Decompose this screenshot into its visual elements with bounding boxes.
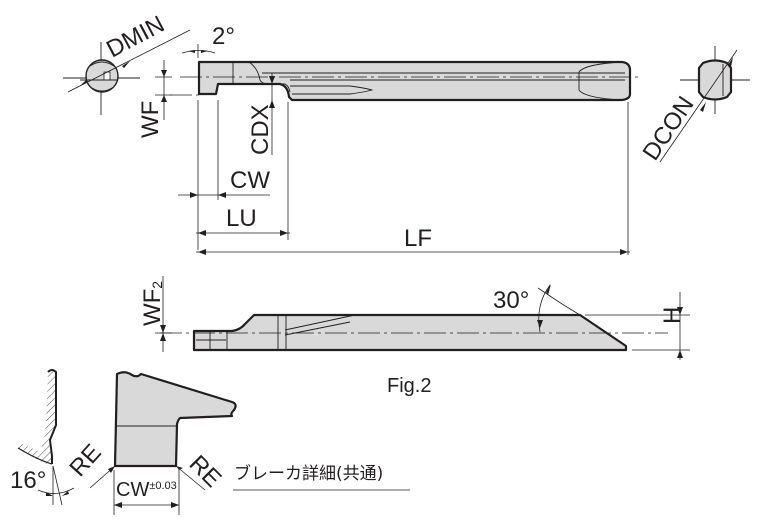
re-right-label: RE xyxy=(184,450,227,493)
cdx-label: CDX xyxy=(247,104,274,155)
angle-top-label: 2° xyxy=(212,23,235,50)
tool-body-top xyxy=(197,60,632,102)
tool-body-side xyxy=(192,313,628,352)
lu-dimension xyxy=(196,230,290,236)
angle-2deg-dim xyxy=(181,44,216,58)
lf-dimension xyxy=(196,249,630,255)
wf-dimension xyxy=(155,60,172,120)
wf2-label: WF2 xyxy=(139,281,166,326)
lf-label: LF xyxy=(404,225,432,252)
re-left-arrow xyxy=(108,466,115,473)
cw-label: CW xyxy=(230,167,270,194)
cw-detail-label: CW±0.03 xyxy=(116,479,177,501)
figure-caption: Fig.2 xyxy=(387,375,431,397)
end-view-dmin xyxy=(63,29,191,115)
dmin-label: DMIN xyxy=(102,11,169,64)
h-dimension xyxy=(585,292,690,360)
angle-detail-label: 16° xyxy=(10,467,46,494)
cw-detail-dimension xyxy=(113,470,180,515)
breaker-profile-right xyxy=(113,371,237,468)
lu-label: LU xyxy=(226,205,257,232)
re-left-label: RE xyxy=(64,439,106,482)
angle-side-label: 30° xyxy=(493,287,529,314)
breaker-profile-left xyxy=(16,369,75,506)
dcon-label: DCON xyxy=(638,92,700,166)
cw-dimension xyxy=(178,192,270,198)
cdx-dimension xyxy=(262,73,282,155)
angle-30deg-dim xyxy=(537,284,581,333)
end-view-dcon xyxy=(659,46,750,163)
re-right-leader xyxy=(175,465,206,491)
breaker-detail-note: ブレーカ詳細(共通) xyxy=(234,463,383,484)
h-label: H xyxy=(659,307,686,324)
wf-label: WF xyxy=(137,101,164,138)
wf2-dimension xyxy=(155,276,172,352)
re-right-arrow xyxy=(176,466,183,470)
